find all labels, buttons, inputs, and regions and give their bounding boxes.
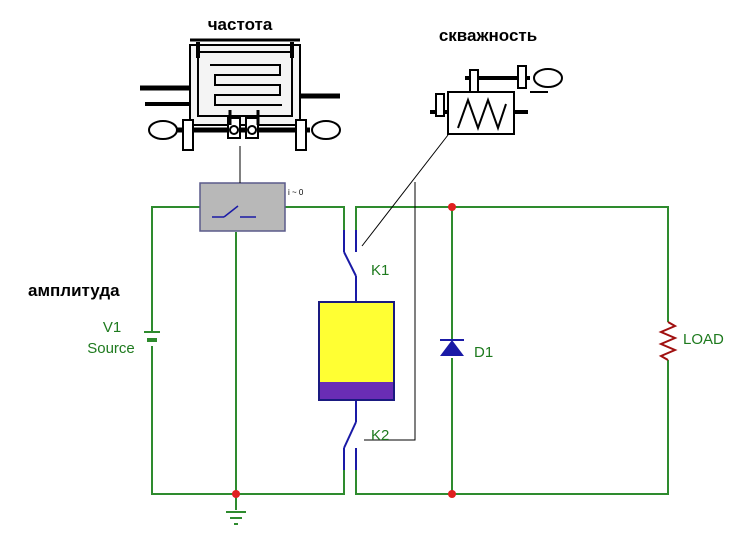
duty-cycle-label: скважность [439,26,537,45]
source-name-label: V1 [103,319,121,336]
load-label: LOAD [683,331,724,348]
diode-label: D1 [474,344,493,361]
frequency-mechanism-sketch [140,38,341,151]
diode-d1 [440,339,464,356]
source-type-label: Source [87,340,135,357]
k2-label: K2 [371,427,389,444]
circuit-wires [151,206,669,510]
relay-switch-k2 [343,400,357,470]
voltage-source [144,331,160,342]
frequency-label: частота [208,15,273,34]
ground-symbol [226,511,246,525]
duty-cycle-mechanism-sketch [430,65,563,135]
junction-nodes [232,203,456,498]
relay-switch-k1 [343,230,357,302]
relay-coil [318,301,395,401]
k1-label: K1 [371,262,389,279]
load-resistor [658,321,678,361]
leader-lines [239,134,449,441]
current-note-label: i ~ 0 [288,188,304,197]
amplitude-label: амплитуда [28,281,120,300]
generator-switch-box [199,182,286,232]
